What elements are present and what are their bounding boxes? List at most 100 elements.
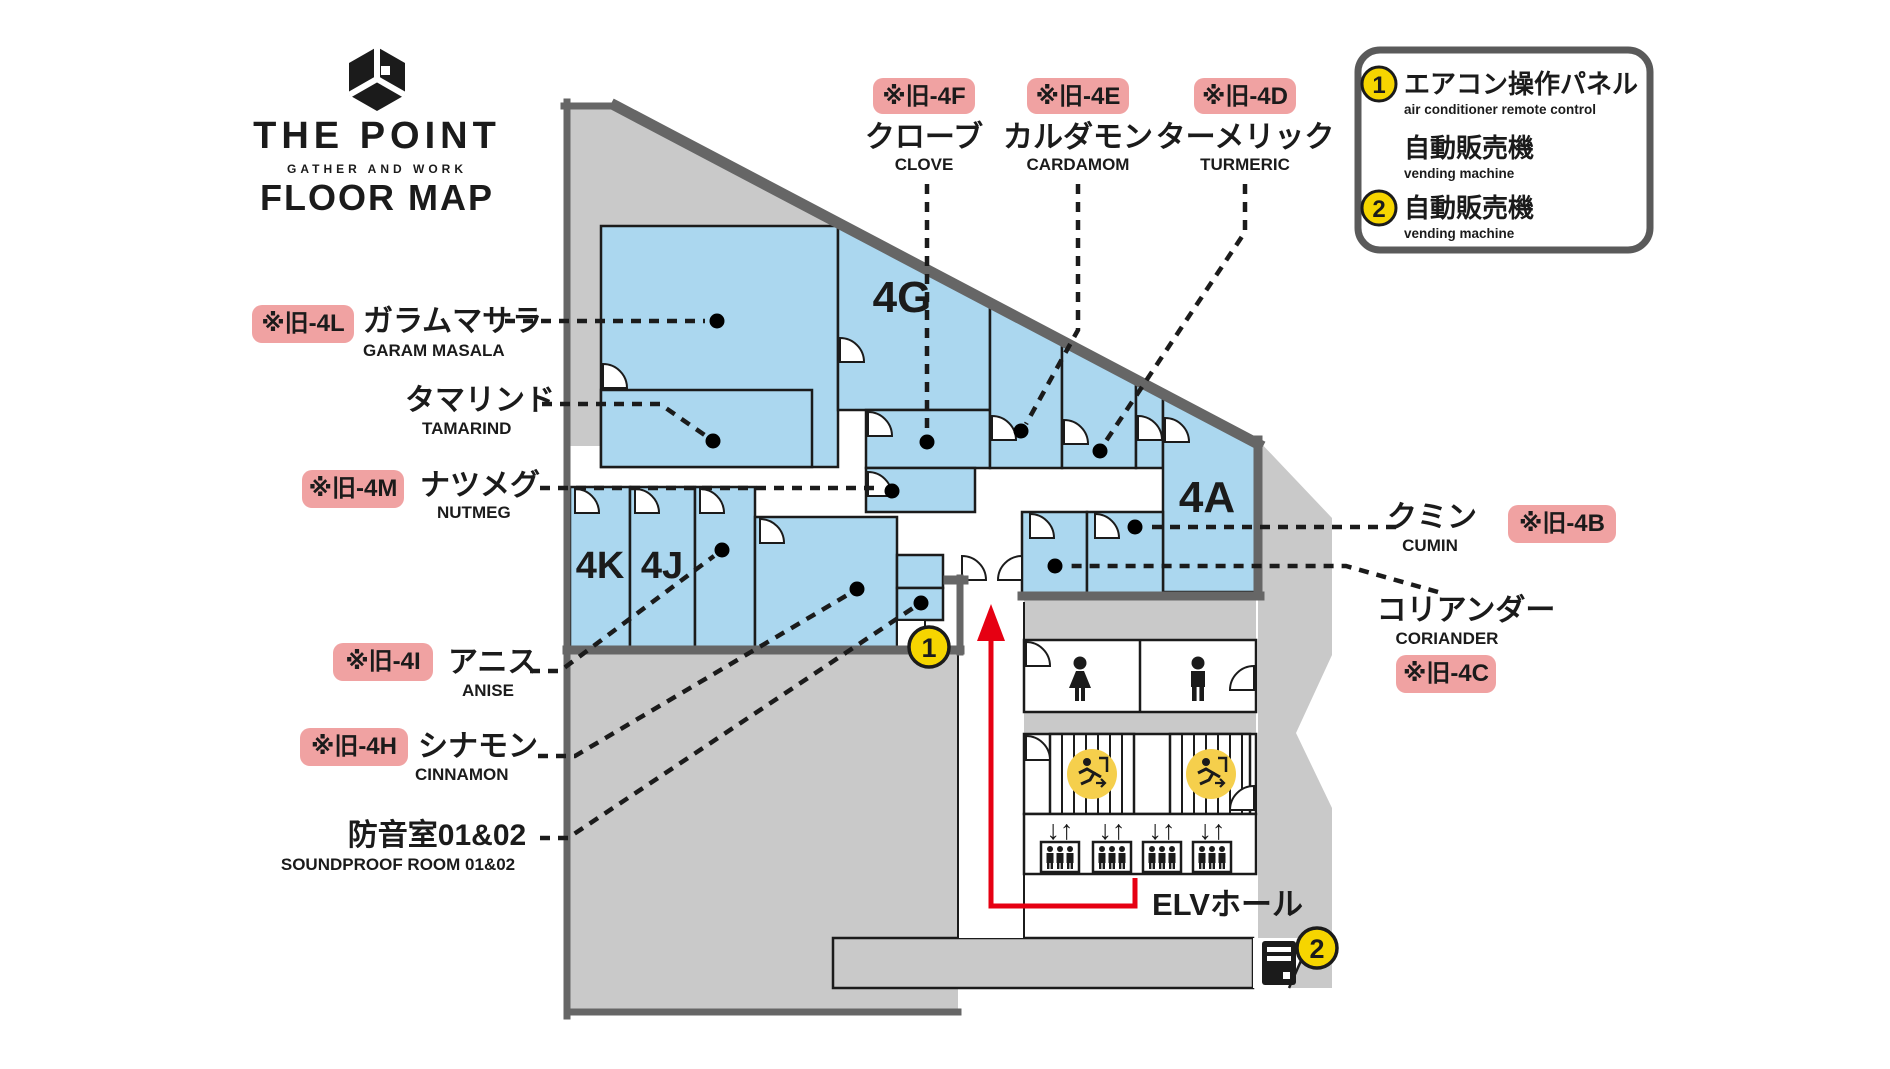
elevator-icon	[1039, 840, 1081, 874]
unit-4a-label: 4A	[1179, 473, 1235, 522]
elevator-icon	[1091, 840, 1133, 874]
door-cardamom	[991, 414, 1018, 441]
marker-2-label: 2	[1309, 934, 1324, 964]
elevator-arrows-icon: ↓↑	[1149, 815, 1176, 845]
emergency-exit-icon	[1184, 747, 1238, 801]
tamarind-jp: タマリンド	[405, 384, 555, 417]
nutmeg-en: NUTMEG	[437, 503, 511, 522]
elevator-arrows-icon: ↓↑	[1047, 815, 1074, 845]
legend-item3-en: vending machine	[1404, 226, 1515, 241]
unit-4j-label: 4J	[641, 545, 683, 587]
dot-coriander	[1047, 558, 1063, 574]
dot-turmeric	[1092, 443, 1108, 459]
unit-4g-label: 4G	[873, 273, 932, 322]
leader-soundproof	[540, 606, 915, 841]
legend-item2-jp: 自動販売機	[1404, 133, 1534, 163]
badge-old-4e	[1027, 78, 1129, 114]
leader-anise	[530, 554, 716, 674]
anise-en: ANISE	[462, 681, 514, 700]
coriander-jp: コリアンダー	[1377, 593, 1556, 627]
leader-cinnamon	[538, 592, 851, 759]
logo-subtitle: GATHER AND WORK	[287, 162, 467, 176]
legend-item1-jp: エアコン操作パネル	[1404, 69, 1638, 99]
label-garam-masala: ※旧-4L ガラムマサラ GARAM MASALA	[252, 305, 542, 360]
badge-old-4l-label: ※旧-4L	[261, 310, 344, 337]
clove-en: CLOVE	[895, 155, 954, 174]
label-cinn: ※旧-4H シナモン CINNAMON	[300, 728, 538, 784]
marker-1-label: 1	[921, 633, 936, 663]
door-female-restroom	[1025, 640, 1052, 667]
marker-1: 1	[907, 625, 951, 669]
door-small-upper	[1137, 414, 1164, 441]
door-coriander	[1029, 512, 1056, 539]
dot-cardamom	[1013, 423, 1029, 439]
wall-fill-right-strip	[1186, 402, 1332, 988]
label-clove: ※旧-4F クローブ CLOVE	[865, 78, 983, 174]
room-tamarind	[599, 388, 814, 469]
legend-marker-1-icon	[1360, 65, 1398, 103]
dot-cinnamon	[849, 581, 865, 597]
nutmeg-jp: ナツメグ	[420, 469, 540, 502]
cardamom-jp: カルダモン	[1003, 120, 1153, 154]
badge-old-4h-label: ※旧-4H	[311, 733, 397, 760]
legend-marker-2-label: 2	[1372, 196, 1385, 223]
door-clove	[867, 410, 894, 437]
cardamom-en: CARDAMOM	[1027, 155, 1130, 174]
route-arrowhead	[977, 604, 1005, 641]
badge-old-4m	[302, 470, 404, 508]
door-4g	[839, 336, 866, 363]
badge-old-4d	[1194, 78, 1296, 114]
dot-soundproof	[913, 595, 929, 611]
badge-old-4h	[300, 728, 408, 766]
route-path	[988, 636, 1138, 909]
badge-old-4m-label: ※旧-4M	[309, 475, 398, 502]
door-corridor-left-leaf	[961, 554, 988, 581]
door-stairwell-right	[1228, 784, 1255, 811]
leader-tamarind	[542, 401, 708, 438]
wall-band-mid	[1024, 712, 1256, 734]
elevator-arrows-icon: ↓↑	[1199, 815, 1226, 845]
dot-anise	[714, 542, 730, 558]
label-tamarind: タマリンド TAMARIND	[405, 384, 555, 438]
vending-machine-icon	[1262, 941, 1296, 985]
badge-old-4i	[333, 643, 433, 681]
emergency-exit-icon	[1065, 747, 1119, 801]
legend-item1-en: air conditioner remote control	[1404, 102, 1596, 117]
elv-hall-label: ELVホール	[1152, 887, 1303, 922]
badge-old-4c-label: ※旧-4C	[1403, 660, 1489, 687]
legend: 1 エアコン操作パネル air conditioner remote contr…	[1354, 46, 1654, 254]
marker-2: 2	[1295, 926, 1339, 970]
turmeric-jp: ターメリック	[1156, 121, 1335, 154]
right-strip-notch	[1296, 655, 1332, 808]
door-cumin	[1094, 512, 1121, 539]
label-coriander: コリアンダー CORIANDER ※旧-4C	[1377, 593, 1556, 693]
badge-old-4f	[873, 78, 975, 114]
door-garam-masala	[602, 362, 629, 389]
elevator-icon	[1191, 840, 1233, 874]
label-cardamom: ※旧-4E カルダモン CARDAMOM	[1003, 78, 1153, 174]
dot-garam-masala	[709, 313, 725, 329]
label-soundproof: 防音室01&02 SOUNDPROOF ROOM 01&02	[281, 818, 526, 874]
room-soundproof-01	[895, 553, 945, 590]
label-anise: ※旧-4I アニス ANISE	[333, 643, 537, 700]
leader-coriander	[1064, 563, 1439, 595]
logo: THE POINT GATHER AND WORK FLOOR MAP	[253, 47, 496, 218]
bottom-bar	[831, 936, 1255, 990]
door-male-restroom	[1228, 664, 1255, 691]
wall-diagonal	[608, 98, 1266, 452]
tamarind-en: TAMARIND	[422, 419, 511, 438]
cumin-jp: クミン	[1387, 501, 1477, 534]
legend-marker-1-label: 1	[1372, 72, 1385, 99]
door-stairwell-left	[1025, 734, 1052, 761]
the-point-cube-icon	[347, 47, 407, 111]
badge-old-4b-label: ※旧-4B	[1519, 510, 1605, 537]
cumin-en: CUMIN	[1402, 536, 1458, 555]
soundproof-jp: 防音室01&02	[348, 818, 526, 852]
label-nutmeg: ※旧-4M ナツメグ NUTMEG	[302, 469, 540, 522]
leader-cardamom	[1024, 184, 1081, 426]
logo-caption: FLOOR MAP	[260, 177, 494, 218]
soundproof-en: SOUNDPROOF ROOM 01&02	[281, 855, 515, 874]
garam-masala-jp: ガラムマサラ	[363, 305, 542, 338]
legend-item3-jp: 自動販売機	[1404, 193, 1534, 223]
